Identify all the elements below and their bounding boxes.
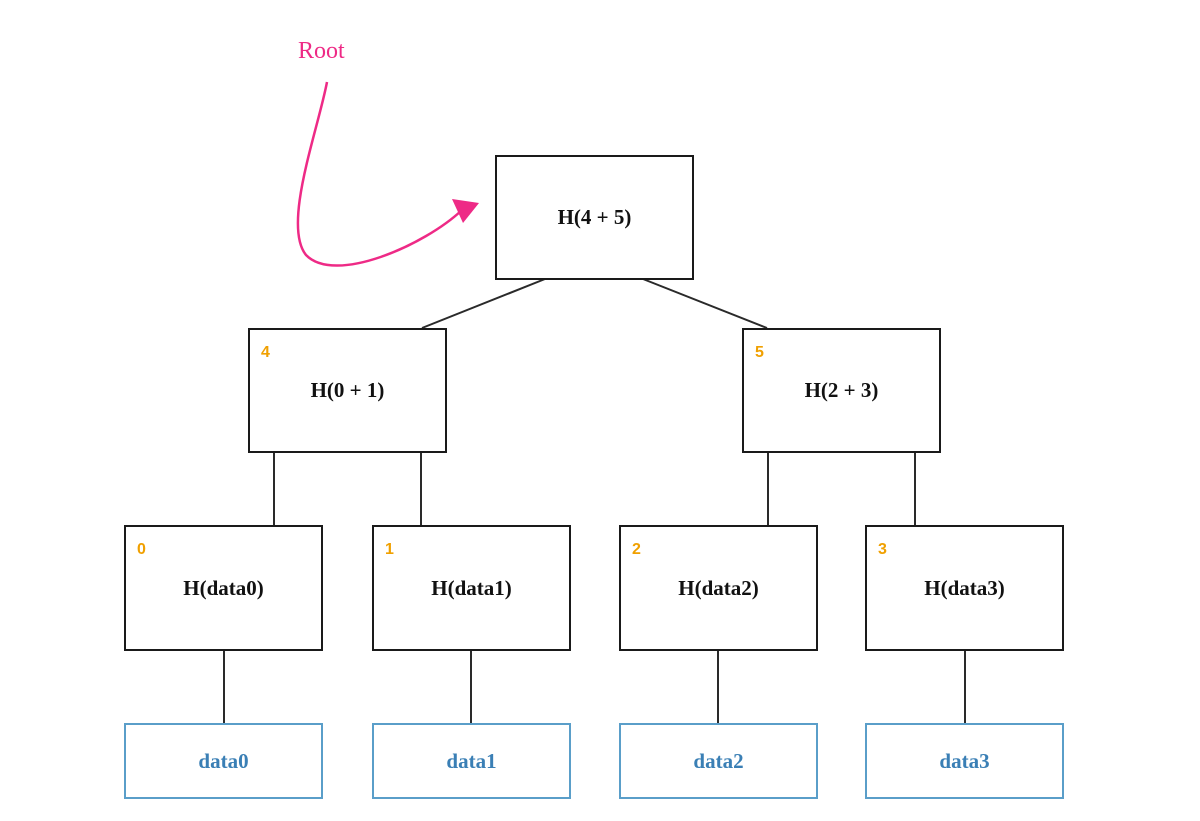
node-index: 2 <box>632 541 641 558</box>
node-label: H(data0) <box>183 575 264 600</box>
data-block-3: data3 <box>865 723 1064 799</box>
node-index: 3 <box>878 541 887 558</box>
node-label: H(data2) <box>678 575 759 600</box>
node-5: 5 H(2 + 3) <box>742 328 941 453</box>
node-index: 5 <box>755 344 764 361</box>
data-block-1: data1 <box>372 723 571 799</box>
node-label: H(4 + 5) <box>557 205 632 229</box>
node-0: 0 H(data0) <box>124 525 323 651</box>
data-label: data0 <box>198 748 249 773</box>
node-1: 1 H(data1) <box>372 525 571 651</box>
edge-top-n4 <box>421 278 546 329</box>
data-label: data1 <box>446 748 497 773</box>
node-label: H(2 + 3) <box>804 378 879 402</box>
edge-top-n5 <box>642 278 768 329</box>
node-2: 2 H(data2) <box>619 525 818 651</box>
node-index: 4 <box>261 344 270 361</box>
root-arrow-head <box>452 199 479 223</box>
data-block-2: data2 <box>619 723 818 799</box>
node-index: 1 <box>385 541 394 558</box>
node-4: 4 H(0 + 1) <box>248 328 447 453</box>
node-3: 3 H(data3) <box>865 525 1064 651</box>
data-label: data3 <box>939 748 990 773</box>
node-root-hash: H(4 + 5) <box>495 155 694 280</box>
root-label: Root <box>298 38 345 64</box>
data-label: data2 <box>693 748 744 773</box>
data-block-0: data0 <box>124 723 323 799</box>
root-arrow-curve <box>296 81 463 267</box>
node-label: H(0 + 1) <box>310 378 385 402</box>
node-label: H(data3) <box>924 575 1005 600</box>
node-index: 0 <box>137 541 146 558</box>
node-label: H(data1) <box>431 575 512 600</box>
